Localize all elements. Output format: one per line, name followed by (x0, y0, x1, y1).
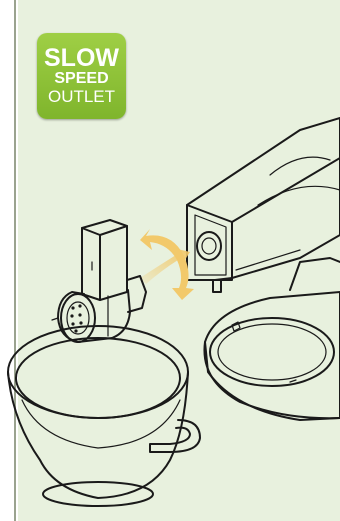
bowl-icon (8, 326, 200, 506)
mixer-head-icon (187, 118, 340, 292)
bowl-stand-icon (204, 258, 340, 420)
rotate-arrow-icon (140, 229, 194, 300)
slicer-attachment-icon (52, 220, 146, 342)
